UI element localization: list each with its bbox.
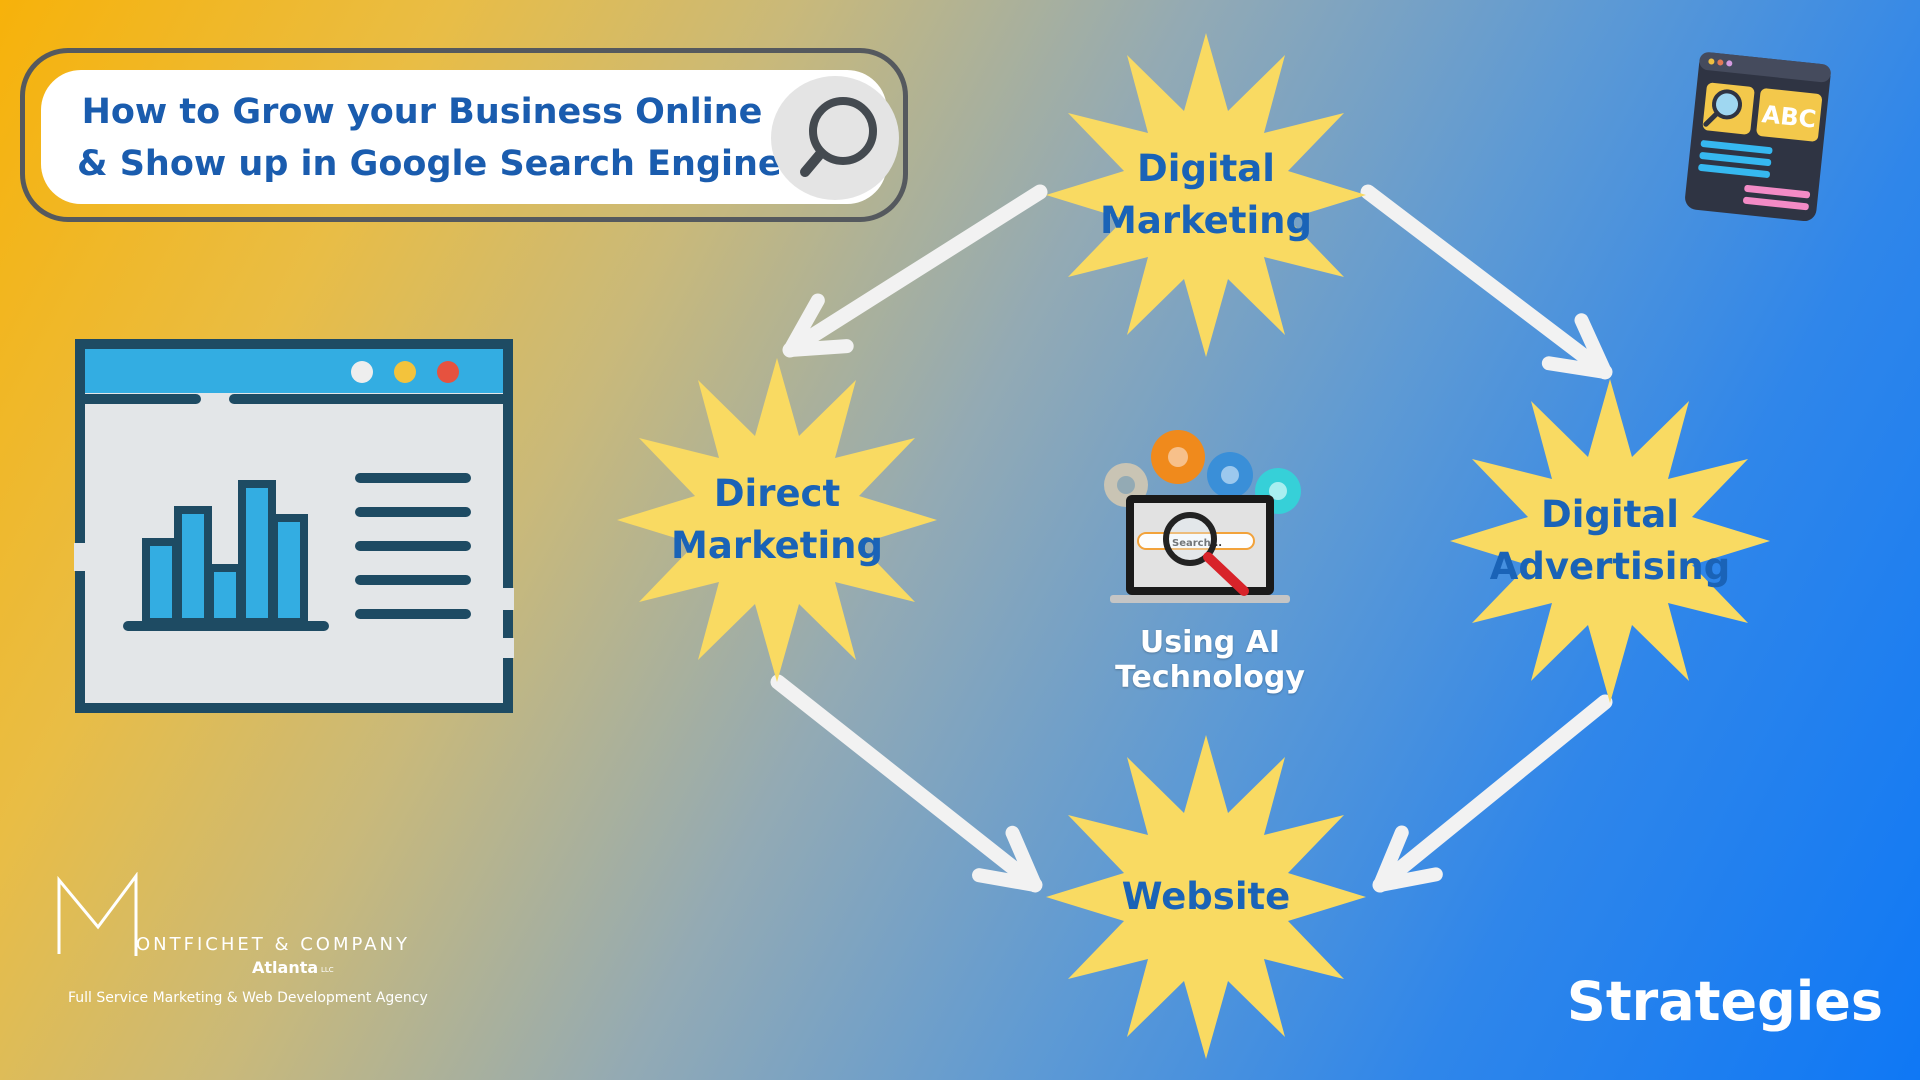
title-line-1: How to Grow your Business Online bbox=[81, 92, 763, 132]
title-bar-inner: How to Grow your Business Online & Show … bbox=[41, 70, 899, 204]
node-label-line-1: Website bbox=[1121, 875, 1291, 918]
node-direct-marketing: Direct Marketing bbox=[612, 355, 942, 685]
gear-icon bbox=[1151, 430, 1205, 484]
gear-icon bbox=[1207, 452, 1253, 498]
company-logo: ONTFICHET & COMPANY Atlanta LLC Full Ser… bbox=[56, 872, 476, 1022]
logo-city: Atlanta bbox=[252, 958, 319, 977]
logo-llc: LLC bbox=[321, 966, 334, 974]
title-line-2: & Show up in Google Search Engines bbox=[77, 144, 803, 184]
node-label-line-2: Marketing bbox=[1100, 199, 1312, 242]
ai-technology-caption: Using AI Technology bbox=[1115, 625, 1305, 695]
node-label-line-2: Advertising bbox=[1489, 545, 1731, 588]
node-label-line-2: Marketing bbox=[671, 524, 883, 567]
title-search-bar: How to Grow your Business Online & Show … bbox=[20, 48, 908, 222]
arrow-digital-marketing-to-direct-marketing bbox=[782, 184, 1048, 358]
node-label-line-1: Digital bbox=[1541, 493, 1679, 536]
arrow-digital-marketing-to-digital-advertising bbox=[1360, 184, 1613, 380]
node-label-line-1: Direct bbox=[713, 472, 841, 515]
node-digital-marketing: Digital Marketing bbox=[1041, 30, 1371, 360]
seo-card-icon: ABC bbox=[1685, 52, 1831, 222]
arrow-digital-advertising-to-website bbox=[1372, 694, 1613, 893]
arrow-direct-marketing-to-website bbox=[770, 674, 1043, 893]
browser-analytics-icon bbox=[74, 339, 514, 713]
node-website: Website bbox=[1041, 732, 1371, 1062]
laptop-search-gears-icon: Search... bbox=[1104, 430, 1301, 603]
starburst-icon bbox=[1450, 379, 1770, 703]
strategies-label: Strategies bbox=[1566, 970, 1884, 1033]
node-digital-advertising: Digital Advertising bbox=[1445, 376, 1775, 706]
monogram-m-icon bbox=[57, 872, 138, 956]
svg-text:ABC: ABC bbox=[1760, 100, 1817, 134]
starburst-icon bbox=[1046, 735, 1366, 1059]
magnifier-icon bbox=[771, 76, 899, 200]
logo-tagline: Full Service Marketing & Web Development… bbox=[68, 990, 428, 1006]
starburst-icon bbox=[1046, 33, 1366, 357]
starburst-icon bbox=[617, 358, 937, 682]
node-label-line-1: Digital bbox=[1137, 147, 1275, 190]
logo-company-name: ONTFICHET & COMPANY bbox=[136, 934, 410, 955]
search-text: Search... bbox=[1172, 538, 1222, 549]
page-title: How to Grow your Business Online & Show … bbox=[77, 86, 803, 190]
